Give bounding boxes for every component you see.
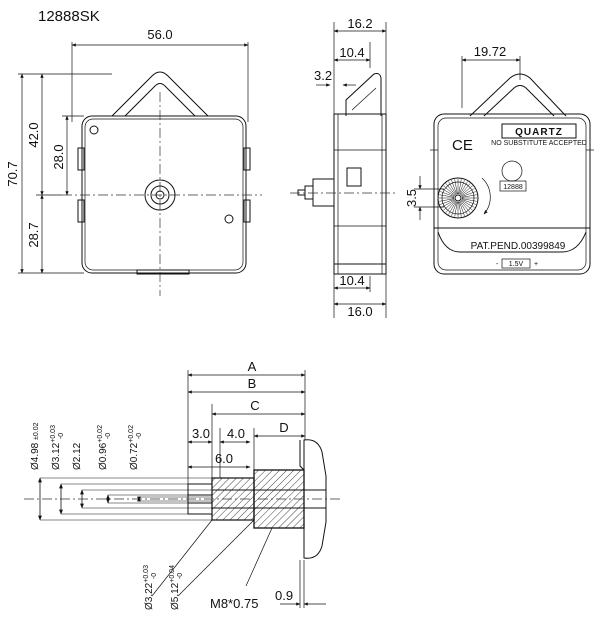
front-view: 56.0 70.7 42.0 28.0 28.	[5, 27, 262, 296]
dim-offset: 28.0	[51, 144, 66, 169]
brand-sub: NO SUBSTITUTE ACCEPTED	[491, 140, 587, 147]
gear-tooth	[461, 191, 476, 197]
len-label-d: D	[279, 420, 288, 435]
dim-height-total: 70.7	[5, 161, 20, 186]
patent-text: PAT.PEND.00399849	[471, 241, 566, 252]
gear-tooth	[461, 199, 475, 208]
dia-2: Ø3.12+0.03-0	[50, 425, 65, 470]
dim-depth-total: 16.2	[347, 16, 372, 31]
ce-mark: CE	[452, 137, 473, 154]
dim-hanger-thick: 3.2	[314, 68, 332, 83]
gear-tooth	[451, 180, 457, 195]
gear-tooth	[459, 201, 465, 216]
gear-tooth	[441, 199, 455, 208]
dim-hanger-offset: 19.72	[474, 44, 507, 59]
gear-tooth	[459, 201, 468, 215]
gear-tooth	[443, 185, 456, 196]
gear	[437, 177, 479, 219]
gear-tooth	[461, 199, 476, 205]
shaft-detail: A B C D 3.0 4.0 6.0 Ø4.98 ±0.02 Ø3.12+0.…	[24, 359, 340, 611]
dia-3: Ø2.12	[72, 442, 83, 470]
len-label-b: B	[248, 376, 257, 391]
back-body	[433, 113, 591, 275]
gear-tooth	[451, 201, 457, 216]
brand-label: QUARTZ	[515, 127, 563, 138]
thread-spec: M8*0.75	[210, 596, 258, 611]
dia-7: Ø5.12+0.04-0	[169, 565, 184, 610]
gear-tooth	[439, 198, 455, 202]
gear-tooth	[461, 188, 475, 197]
gear-tooth	[440, 191, 455, 197]
gear-tooth	[460, 200, 473, 211]
battery-plus: +	[534, 261, 538, 268]
len-6: 6.0	[215, 451, 233, 466]
battery-label: 1.5V	[509, 261, 524, 268]
dim-depth-hanger: 10.4	[339, 45, 364, 60]
len-label-a: A	[248, 359, 257, 374]
gear-tooth	[441, 188, 455, 197]
dim-height-upper: 42.0	[26, 122, 41, 147]
gear-tooth	[454, 179, 458, 195]
gear-tooth	[445, 200, 456, 213]
gear-tooth	[460, 185, 473, 196]
dim-height-lower: 28.7	[26, 222, 41, 247]
gear-tooth	[445, 183, 456, 196]
gear-tooth	[459, 180, 465, 195]
gear-tooth	[448, 181, 457, 195]
dim-depth-bottom-2: 16.0	[347, 304, 372, 319]
battery-minus: -	[496, 261, 499, 268]
gear-tooth	[461, 194, 477, 198]
len-label-c: C	[250, 398, 259, 413]
len-3: 3.0	[192, 426, 210, 441]
dim-depth-bottom-1: 10.4	[339, 273, 364, 288]
gear-tooth	[461, 198, 477, 202]
gear-tooth	[458, 179, 462, 195]
dia-6: Ø3.22+0.03-0	[143, 565, 158, 610]
back-view: 19.72 CE QUARTZ NO SUBSTITUTE ACCEPTED 1…	[404, 44, 594, 275]
gear-tooth	[458, 201, 462, 217]
gear-tooth	[460, 183, 471, 196]
dim-gear-offset: 3.5	[404, 189, 419, 207]
gear-tooth	[459, 181, 468, 195]
dim-width: 56.0	[147, 27, 172, 42]
side-view: 16.2 10.4 3.2 10.4 16.0	[290, 16, 396, 319]
movement-body	[81, 115, 247, 274]
len-0-9: 0.9	[275, 588, 293, 603]
gear-tooth	[439, 194, 455, 198]
gear-tooth	[443, 200, 456, 211]
gear-tooth	[440, 199, 455, 205]
label-number: 12888	[503, 184, 523, 191]
dia-5: Ø0.72+0.02-0	[128, 425, 143, 470]
dia-4: Ø0.96+0.02-0	[97, 425, 112, 470]
dia-1: Ø4.98 ±0.02	[30, 422, 41, 470]
gear-tooth	[454, 201, 458, 217]
len-4: 4.0	[227, 426, 245, 441]
gear-tooth	[460, 200, 471, 213]
gear-tooth	[448, 201, 457, 215]
model-number: 12888SK	[38, 8, 100, 25]
shaft-circle	[144, 179, 176, 211]
